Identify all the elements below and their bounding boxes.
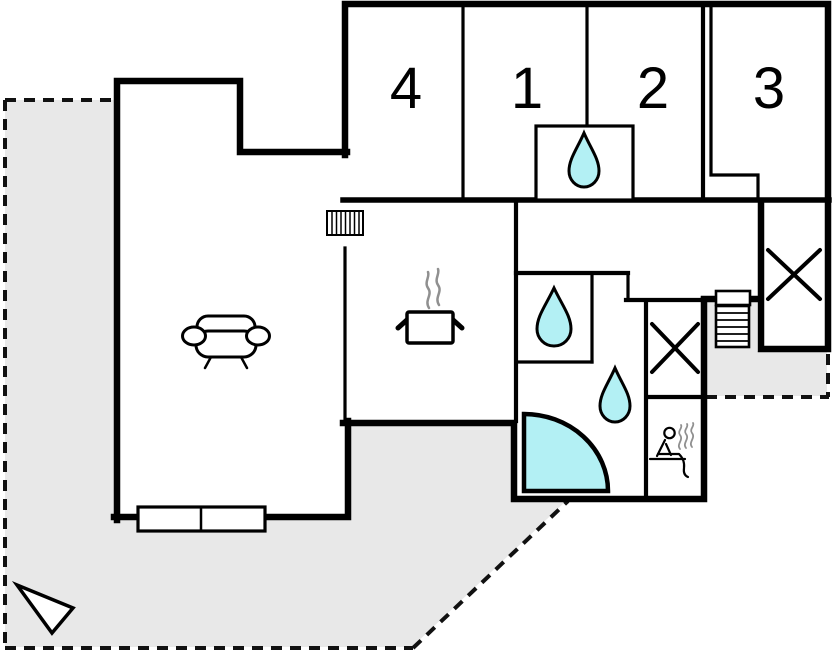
wall-top-band-outline: [341, 0, 832, 353]
sauna-person: [648, 422, 695, 479]
room-labels: 4 1 2 3: [390, 56, 785, 121]
exterior-stairs: [714, 304, 751, 349]
wall-room3-west: [709, 2, 760, 201]
terrace-main: [5, 100, 566, 647]
stove-pot: [395, 267, 465, 345]
water-drop-washroom: [535, 284, 573, 348]
exterior-walls: [110, 0, 832, 524]
living-room-window: [136, 505, 267, 533]
stove-steam: [425, 270, 431, 310]
water-drop-bathroom: [598, 364, 632, 424]
wall-living-south: [110, 417, 352, 521]
wall-kitchen-bath-south: [339, 296, 708, 503]
plot-dashed-border: [3, 98, 830, 650]
wardrobe-cross-middle: [650, 322, 700, 374]
wall-living-west-north: [113, 77, 351, 524]
sofa: [181, 314, 271, 370]
shower-quarter-circle: [521, 411, 611, 494]
water-drop-closet: [567, 129, 601, 189]
room-label-1: 1: [511, 56, 543, 121]
room-label-3: 3: [753, 56, 785, 121]
wardrobe-cross-right: [766, 248, 822, 301]
sauna-steam: [677, 424, 683, 450]
north-arrow: [11, 581, 76, 636]
room-label-2: 2: [637, 56, 669, 121]
interior-steps-hatch: [326, 210, 364, 236]
symbols: [11, 129, 822, 636]
room-label-4: 4: [390, 56, 422, 121]
entrance-door: [714, 289, 752, 307]
